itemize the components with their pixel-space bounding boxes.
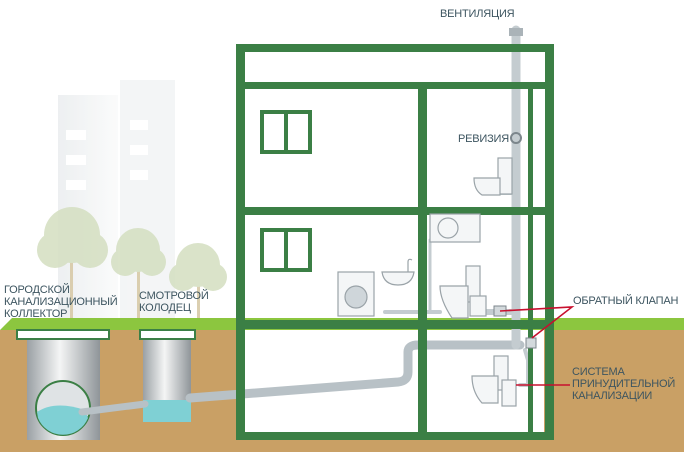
label-ventilation: ВЕНТИЛЯЦИЯ (440, 8, 515, 20)
label-check-valve: ОБРАТНЫЙ КЛАПАН (573, 295, 679, 307)
windows (260, 110, 312, 272)
label-forced-system: СИСТЕМА ПРИНУДИТЕЛЬНОЙ КАНАЛИЗАЦИИ (572, 366, 676, 402)
boiler-fan (429, 213, 481, 243)
pointer-lines (499, 306, 575, 386)
label-inspection-well: СМОТРОВОЙ КОЛОДЕЦ (139, 290, 209, 314)
toilet-basement (471, 355, 517, 407)
washing-machine (337, 271, 375, 317)
building-frame (236, 44, 554, 440)
toilet-middle (439, 265, 487, 319)
background-buildings (58, 80, 175, 325)
inspection-well (139, 329, 196, 422)
trees (37, 207, 227, 320)
check-valve-2 (525, 337, 537, 349)
label-city-collector: ГОРОДСКОЙ КАНАЛИЗАЦИОННЫЙ КОЛЛЕКТОР (4, 284, 118, 320)
label-revision: РЕВИЗИЯ (458, 133, 510, 145)
sink (381, 258, 415, 286)
toilet-top (473, 157, 513, 196)
revision-hatch (510, 132, 522, 144)
vent-cap (509, 28, 523, 36)
city-collector-well (16, 329, 110, 440)
